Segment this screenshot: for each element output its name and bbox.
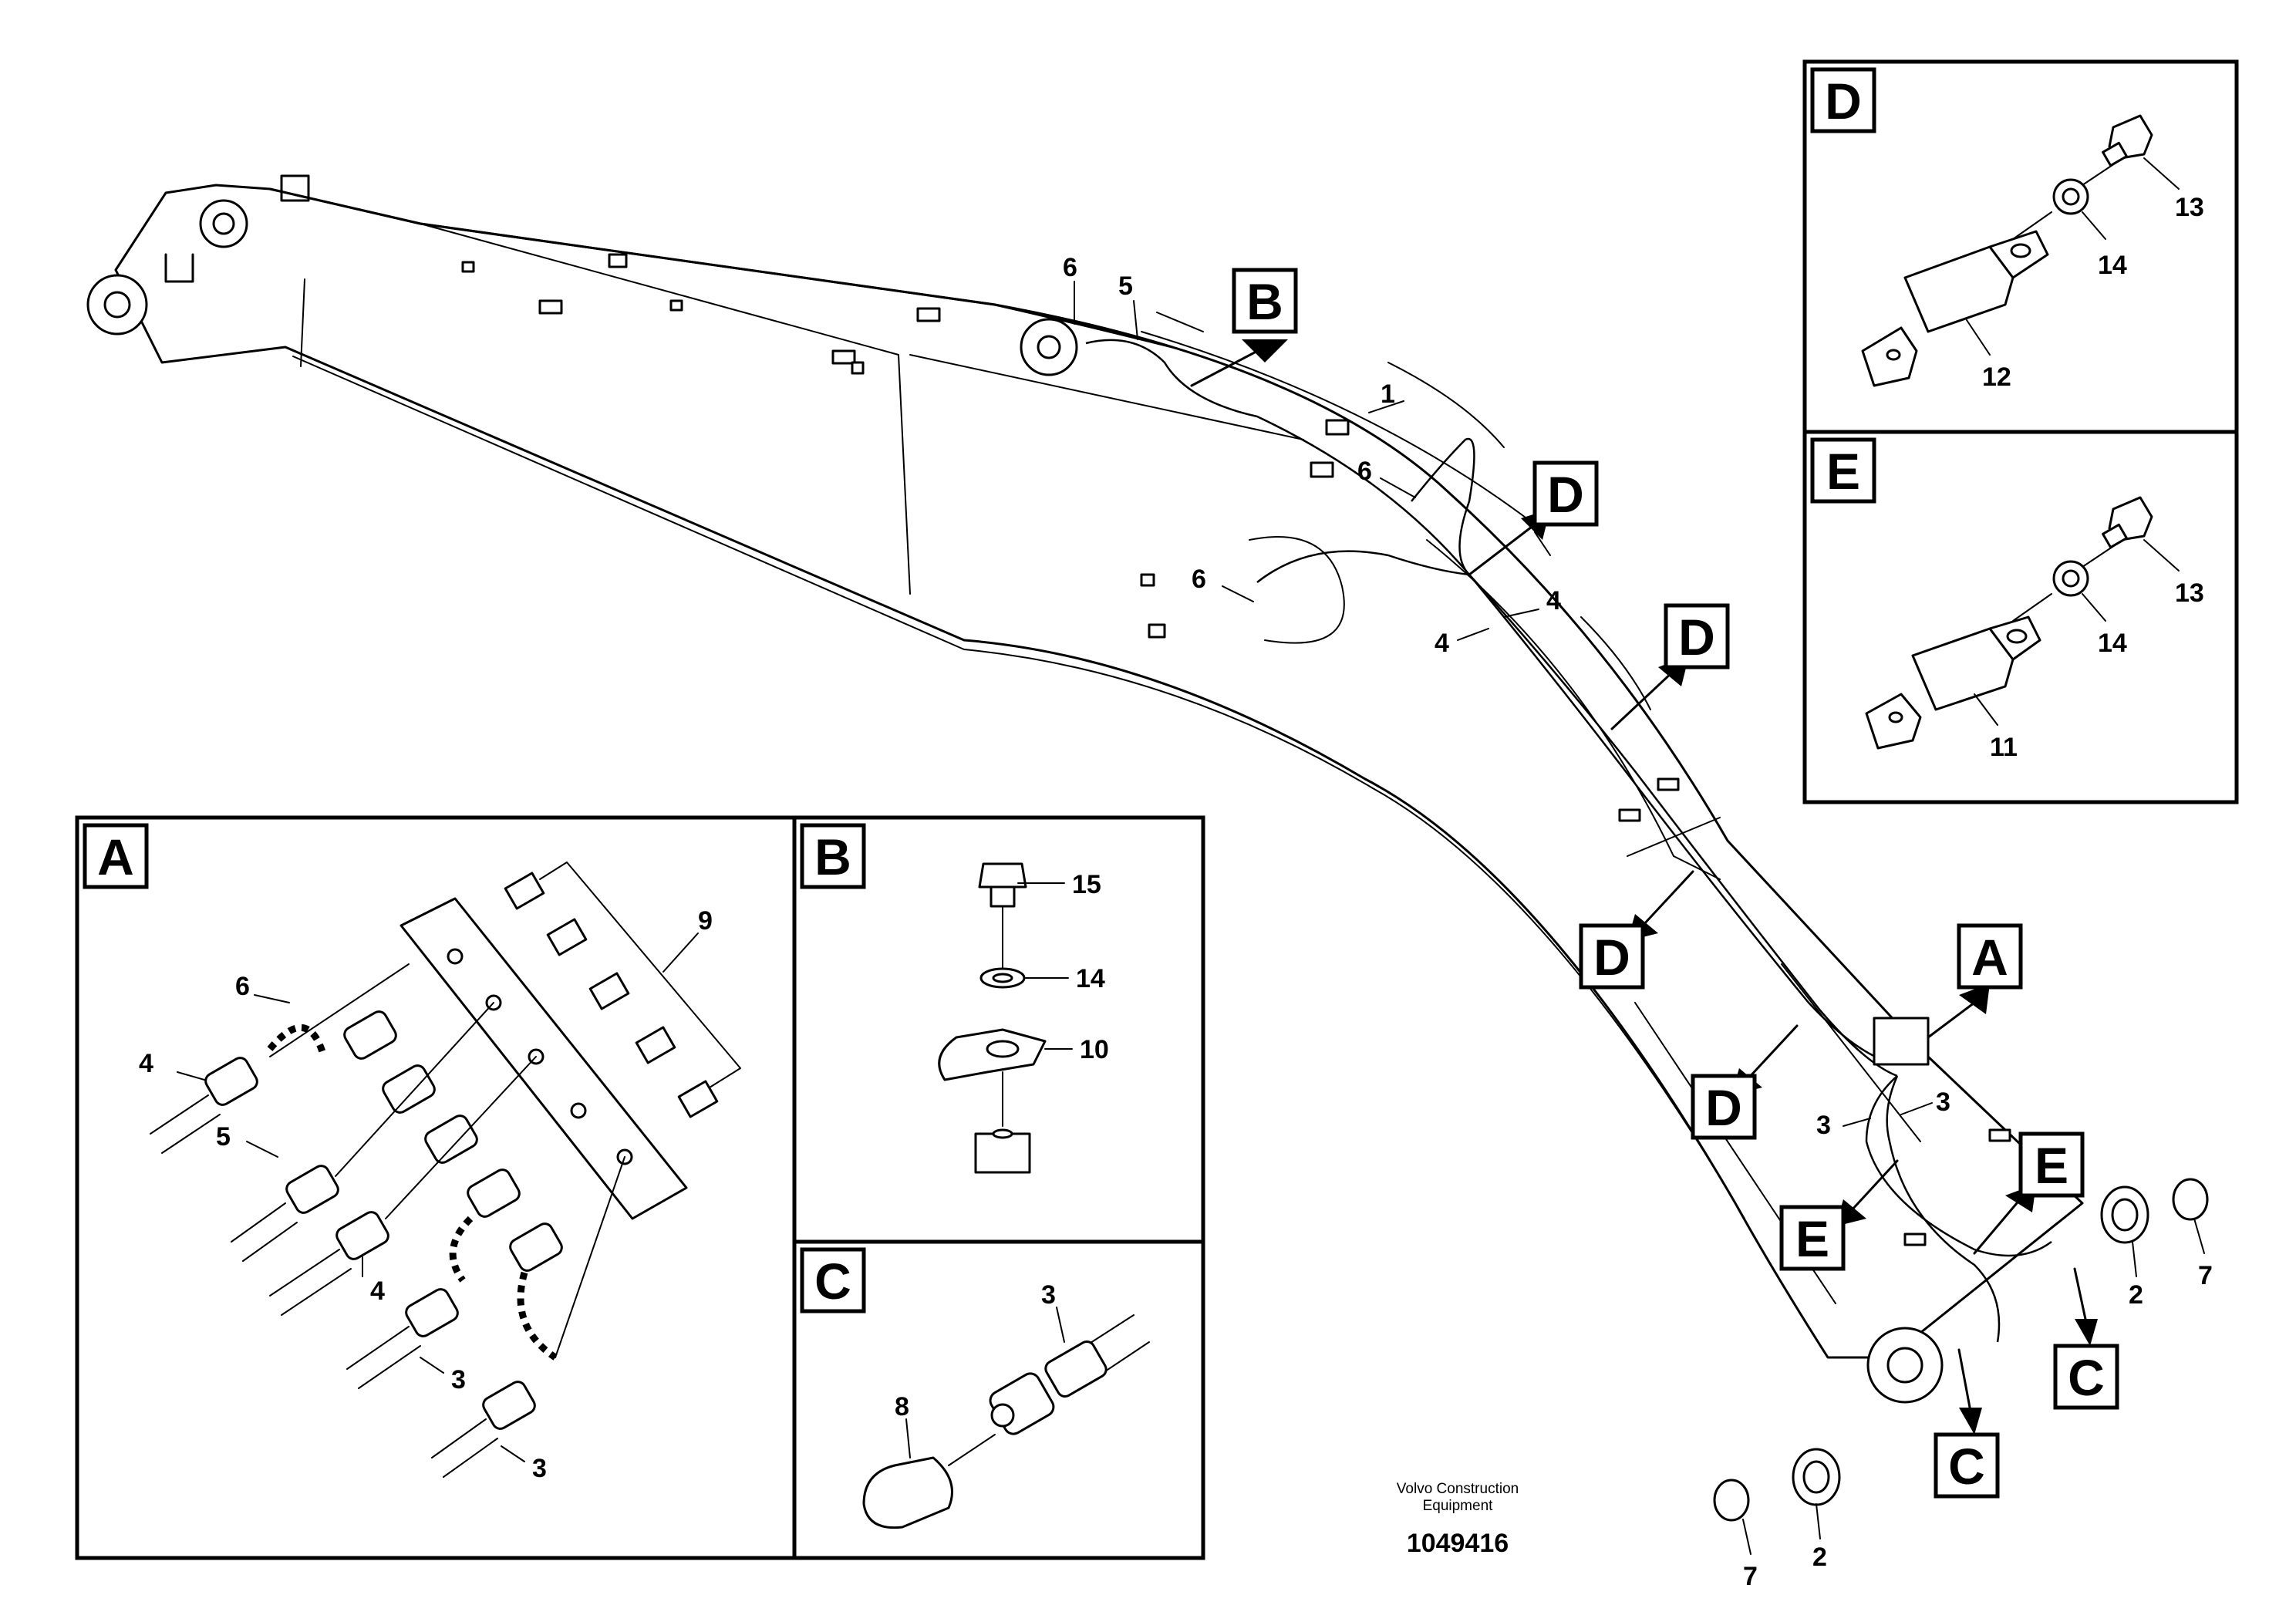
- callout-5: 5: [1118, 271, 1133, 301]
- pointer-d1: D: [1468, 460, 1599, 576]
- view-b-callout-10: 10: [1080, 1035, 1109, 1064]
- view-d-callout-13: 13: [2175, 193, 2204, 222]
- pointer-d2: D: [1610, 603, 1730, 730]
- pointer-b: B: [1190, 268, 1298, 387]
- pointer-e2: E: [1973, 1131, 2085, 1255]
- detail-view-d: D 13 14 12: [1802, 59, 2239, 434]
- view-c-callout-8: 8: [895, 1392, 909, 1421]
- view-e-callout-11: 11: [1990, 733, 2018, 762]
- view-a-callout-4b: 4: [370, 1276, 385, 1306]
- view-e-callout-13: 13: [2175, 578, 2204, 608]
- drawing-number: 1049416: [1407, 1529, 1509, 1558]
- plug-8: [862, 1456, 953, 1529]
- svg-text:E: E: [1795, 1210, 1829, 1267]
- callout-7a: 7: [2198, 1261, 2213, 1290]
- boom-assembly: [86, 174, 2209, 1522]
- front-fittings: [343, 1010, 563, 1272]
- view-a-callout-6: 6: [235, 972, 250, 1001]
- bolt-13-e: [2102, 496, 2153, 549]
- callout-2a: 2: [2129, 1280, 2143, 1310]
- hydraulic-hose: [1085, 339, 1898, 1077]
- pointer-e1: E: [1779, 1159, 1899, 1271]
- rear-fittings: [504, 862, 741, 1118]
- nut-block: [974, 1128, 1031, 1174]
- callout-3b: 3: [1936, 1088, 1950, 1117]
- coupler-3: [989, 1340, 1108, 1435]
- pointer-a: A: [1927, 923, 2023, 1039]
- svg-text:D: D: [1705, 1079, 1742, 1136]
- callout-7b: 7: [1743, 1562, 1758, 1591]
- detail-view-c: C 3 8: [792, 1239, 1205, 1560]
- svg-text:E: E: [1826, 443, 1860, 500]
- svg-text:C: C: [2068, 1349, 2105, 1406]
- pointer-c1: C: [2053, 1267, 2119, 1410]
- view-pointers: B D D D D A: [1190, 268, 2119, 1499]
- callout-4a: 4: [1546, 586, 1561, 615]
- seal-ring-left: [1713, 1448, 1841, 1522]
- callout-6b: 6: [1357, 457, 1372, 486]
- svg-text:B: B: [814, 828, 851, 885]
- bolt-13-d: [2102, 114, 2153, 167]
- view-a-callout-3a: 3: [451, 1365, 466, 1394]
- pointer-d3: D: [1579, 870, 1694, 990]
- company-line-2: Equipment: [1423, 1498, 1494, 1514]
- view-d-callout-12: 12: [1982, 363, 2011, 392]
- callout-3a: 3: [1816, 1111, 1831, 1140]
- clamp-10: [938, 1028, 1047, 1081]
- washer-14: [979, 967, 1026, 989]
- callout-4b: 4: [1435, 629, 1449, 658]
- detail-view-e: E 13 14 11: [1802, 430, 2239, 804]
- drawing-footer: Volvo Construction Equipment 1049416: [1397, 1481, 1519, 1558]
- view-a-callout-3b: 3: [532, 1454, 547, 1483]
- detail-view-a: A 9: [75, 815, 797, 1560]
- main-callouts: 1 5 6 6 6 4 4 3 3 2 2 7 7: [1063, 253, 2213, 1591]
- pointer-d4: D: [1691, 1024, 1799, 1140]
- clamp-12: [1861, 230, 2049, 387]
- svg-text:A: A: [97, 828, 134, 885]
- view-b-callout-15: 15: [1072, 870, 1101, 899]
- svg-text:E: E: [2035, 1137, 2068, 1194]
- svg-text:C: C: [814, 1253, 851, 1310]
- manifold-block: [1873, 1017, 1930, 1066]
- view-e-callout-14: 14: [2098, 629, 2127, 658]
- callout-6a: 6: [1063, 253, 1077, 282]
- svg-text:A: A: [1971, 929, 2008, 986]
- company-line-1: Volvo Construction: [1397, 1481, 1519, 1497]
- clamp-11: [1865, 615, 2041, 750]
- callout-1: 1: [1381, 379, 1395, 409]
- pointer-c2: C: [1934, 1348, 2000, 1499]
- svg-text:C: C: [1948, 1438, 1985, 1495]
- view-a-callout-4a: 4: [139, 1049, 153, 1078]
- boom-body: [114, 184, 2084, 1359]
- view-d-callout-14: 14: [2098, 251, 2127, 280]
- svg-text:D: D: [1678, 609, 1715, 666]
- view-c-callout-3: 3: [1041, 1280, 1056, 1310]
- view-a-callout-9: 9: [698, 906, 713, 936]
- bolt-15: [978, 862, 1027, 908]
- seal-ring-right: [2100, 1178, 2209, 1244]
- svg-text:D: D: [1547, 466, 1584, 523]
- callout-6c: 6: [1192, 565, 1206, 594]
- view-b-callout-14: 14: [1076, 964, 1105, 993]
- callout-2b: 2: [1812, 1543, 1827, 1572]
- svg-text:D: D: [1593, 929, 1630, 986]
- svg-text:B: B: [1246, 273, 1283, 330]
- detail-view-b: B 15 14 10: [792, 815, 1205, 1244]
- svg-text:D: D: [1825, 73, 1862, 130]
- view-a-callout-5: 5: [216, 1122, 231, 1152]
